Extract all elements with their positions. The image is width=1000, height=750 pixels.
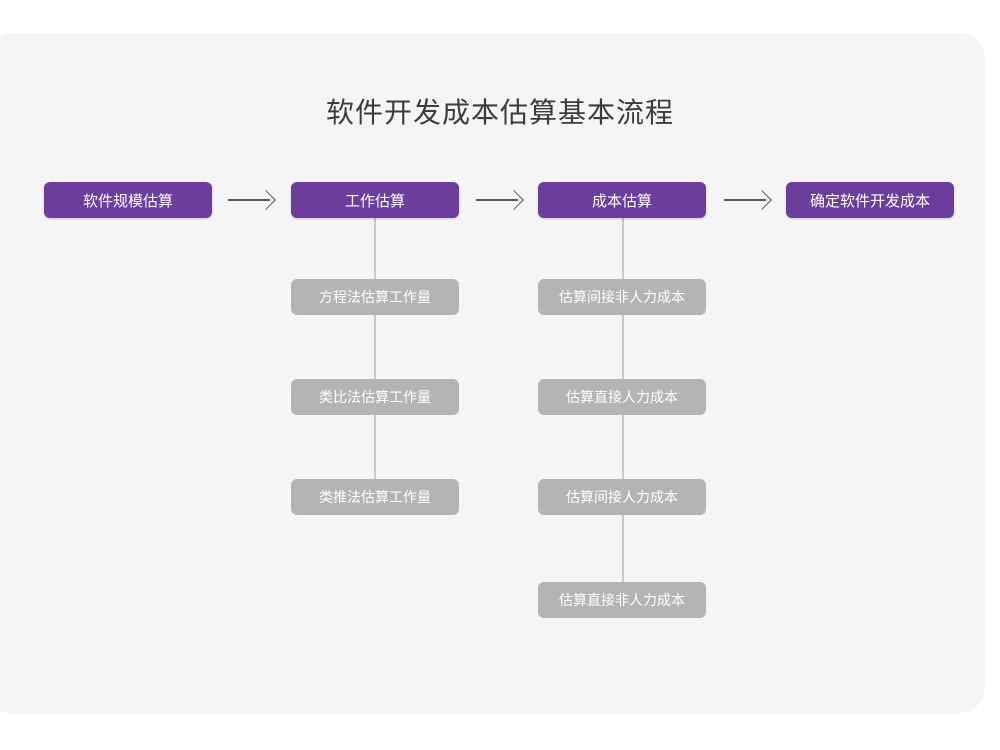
flow-node-cost-estimation[interactable]: 成本估算 xyxy=(538,182,706,218)
branch-node-indirect-labor-cost[interactable]: 估算间接人力成本 xyxy=(538,479,706,515)
diagram-card xyxy=(0,33,985,713)
branch-node-direct-nonlabor-cost[interactable]: 估算直接非人力成本 xyxy=(538,582,706,618)
branch-node-effort-equation-method[interactable]: 方程法估算工作量 xyxy=(291,279,459,315)
flow-node-determine-development-cost[interactable]: 确定软件开发成本 xyxy=(786,182,954,218)
arrow-step1-to-step2 xyxy=(228,190,276,210)
connector-line-effort xyxy=(374,217,376,497)
arrow-step3-to-step4 xyxy=(724,190,772,210)
branch-node-effort-analogy-method[interactable]: 类比法估算工作量 xyxy=(291,379,459,415)
arrow-step2-to-step3 xyxy=(476,190,524,210)
branch-node-effort-deduction-method[interactable]: 类推法估算工作量 xyxy=(291,479,459,515)
flow-node-effort-estimation[interactable]: 工作估算 xyxy=(291,182,459,218)
page-title: 软件开发成本估算基本流程 xyxy=(325,96,674,129)
branch-node-indirect-nonlabor-cost[interactable]: 估算间接非人力成本 xyxy=(538,279,706,315)
branch-node-direct-labor-cost[interactable]: 估算直接人力成本 xyxy=(538,379,706,415)
flow-node-software-size-estimation[interactable]: 软件规模估算 xyxy=(44,182,212,218)
